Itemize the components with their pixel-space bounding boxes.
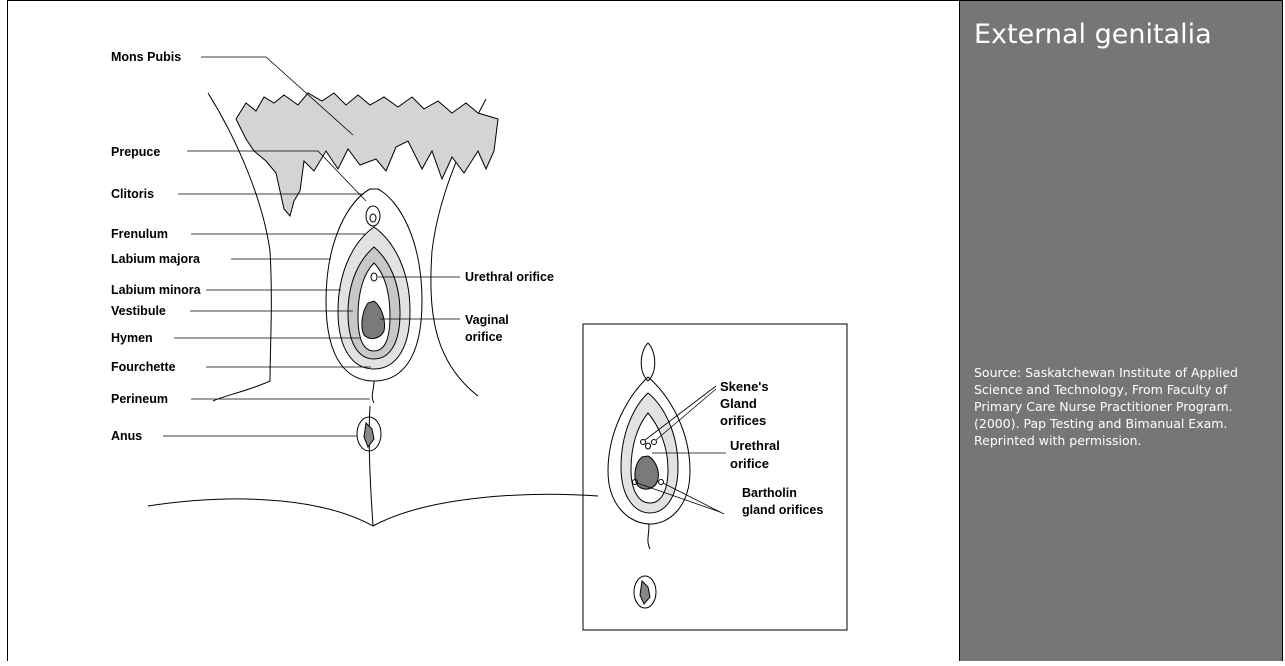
perineum-line xyxy=(372,381,374,403)
source-citation: Source: Saskatchewan Institute of Applie… xyxy=(974,364,1274,449)
label-labium-majora: Labium majora xyxy=(111,252,201,266)
label-clitoris: Clitoris xyxy=(111,187,154,201)
natal-cleft xyxy=(369,406,373,526)
label-labium-minora: Labium minora xyxy=(111,283,202,297)
inset-label-skenes-line1: Skene's xyxy=(720,379,769,394)
label-fourchette: Fourchette xyxy=(111,360,176,374)
label-vaginal-orifice-line2: orifice xyxy=(465,330,503,344)
buttock-curve-right xyxy=(373,494,598,526)
label-urethral-orifice: Urethral orifice xyxy=(465,270,554,284)
label-prepuce: Prepuce xyxy=(111,145,160,159)
inset-label-urethral-line2: orifice xyxy=(730,456,769,471)
mons-pubis-hair xyxy=(236,93,498,216)
label-frenulum: Frenulum xyxy=(111,227,168,241)
label-mons-pubis: Mons Pubis xyxy=(111,50,181,64)
main-illustration xyxy=(148,93,598,526)
anus-shape xyxy=(364,423,374,447)
label-vaginal-orifice-line1: Vaginal xyxy=(465,313,509,327)
anatomy-diagram: Mons Pubis Prepuce Clitoris Frenulum Lab… xyxy=(8,1,958,661)
panel-title: External genitalia xyxy=(974,17,1274,52)
buttock-curve-left xyxy=(148,499,373,526)
label-anus: Anus xyxy=(111,429,142,443)
inset-label-bartholin-line2: gland orifices xyxy=(742,503,823,517)
inset-label-urethral-line1: Urethral xyxy=(730,438,780,453)
clitoris-glans xyxy=(370,214,376,222)
label-vestibule: Vestibule xyxy=(111,304,166,318)
inset-anus-shape xyxy=(640,581,650,604)
label-perineum: Perineum xyxy=(111,392,168,406)
side-panel: External genitalia Source: Saskatchewan … xyxy=(959,1,1282,661)
inset-label-bartholin-line1: Bartholin xyxy=(742,486,797,500)
inset-box xyxy=(583,324,847,630)
inset-label-skenes-line3: orifices xyxy=(720,413,766,428)
inset-perineum xyxy=(648,524,650,549)
left-leg-line xyxy=(213,381,270,401)
clitoris-shape xyxy=(366,206,380,226)
inset-hood xyxy=(641,343,655,381)
inset-label-skenes-line2: Gland xyxy=(720,396,757,411)
label-hymen: Hymen xyxy=(111,331,153,345)
